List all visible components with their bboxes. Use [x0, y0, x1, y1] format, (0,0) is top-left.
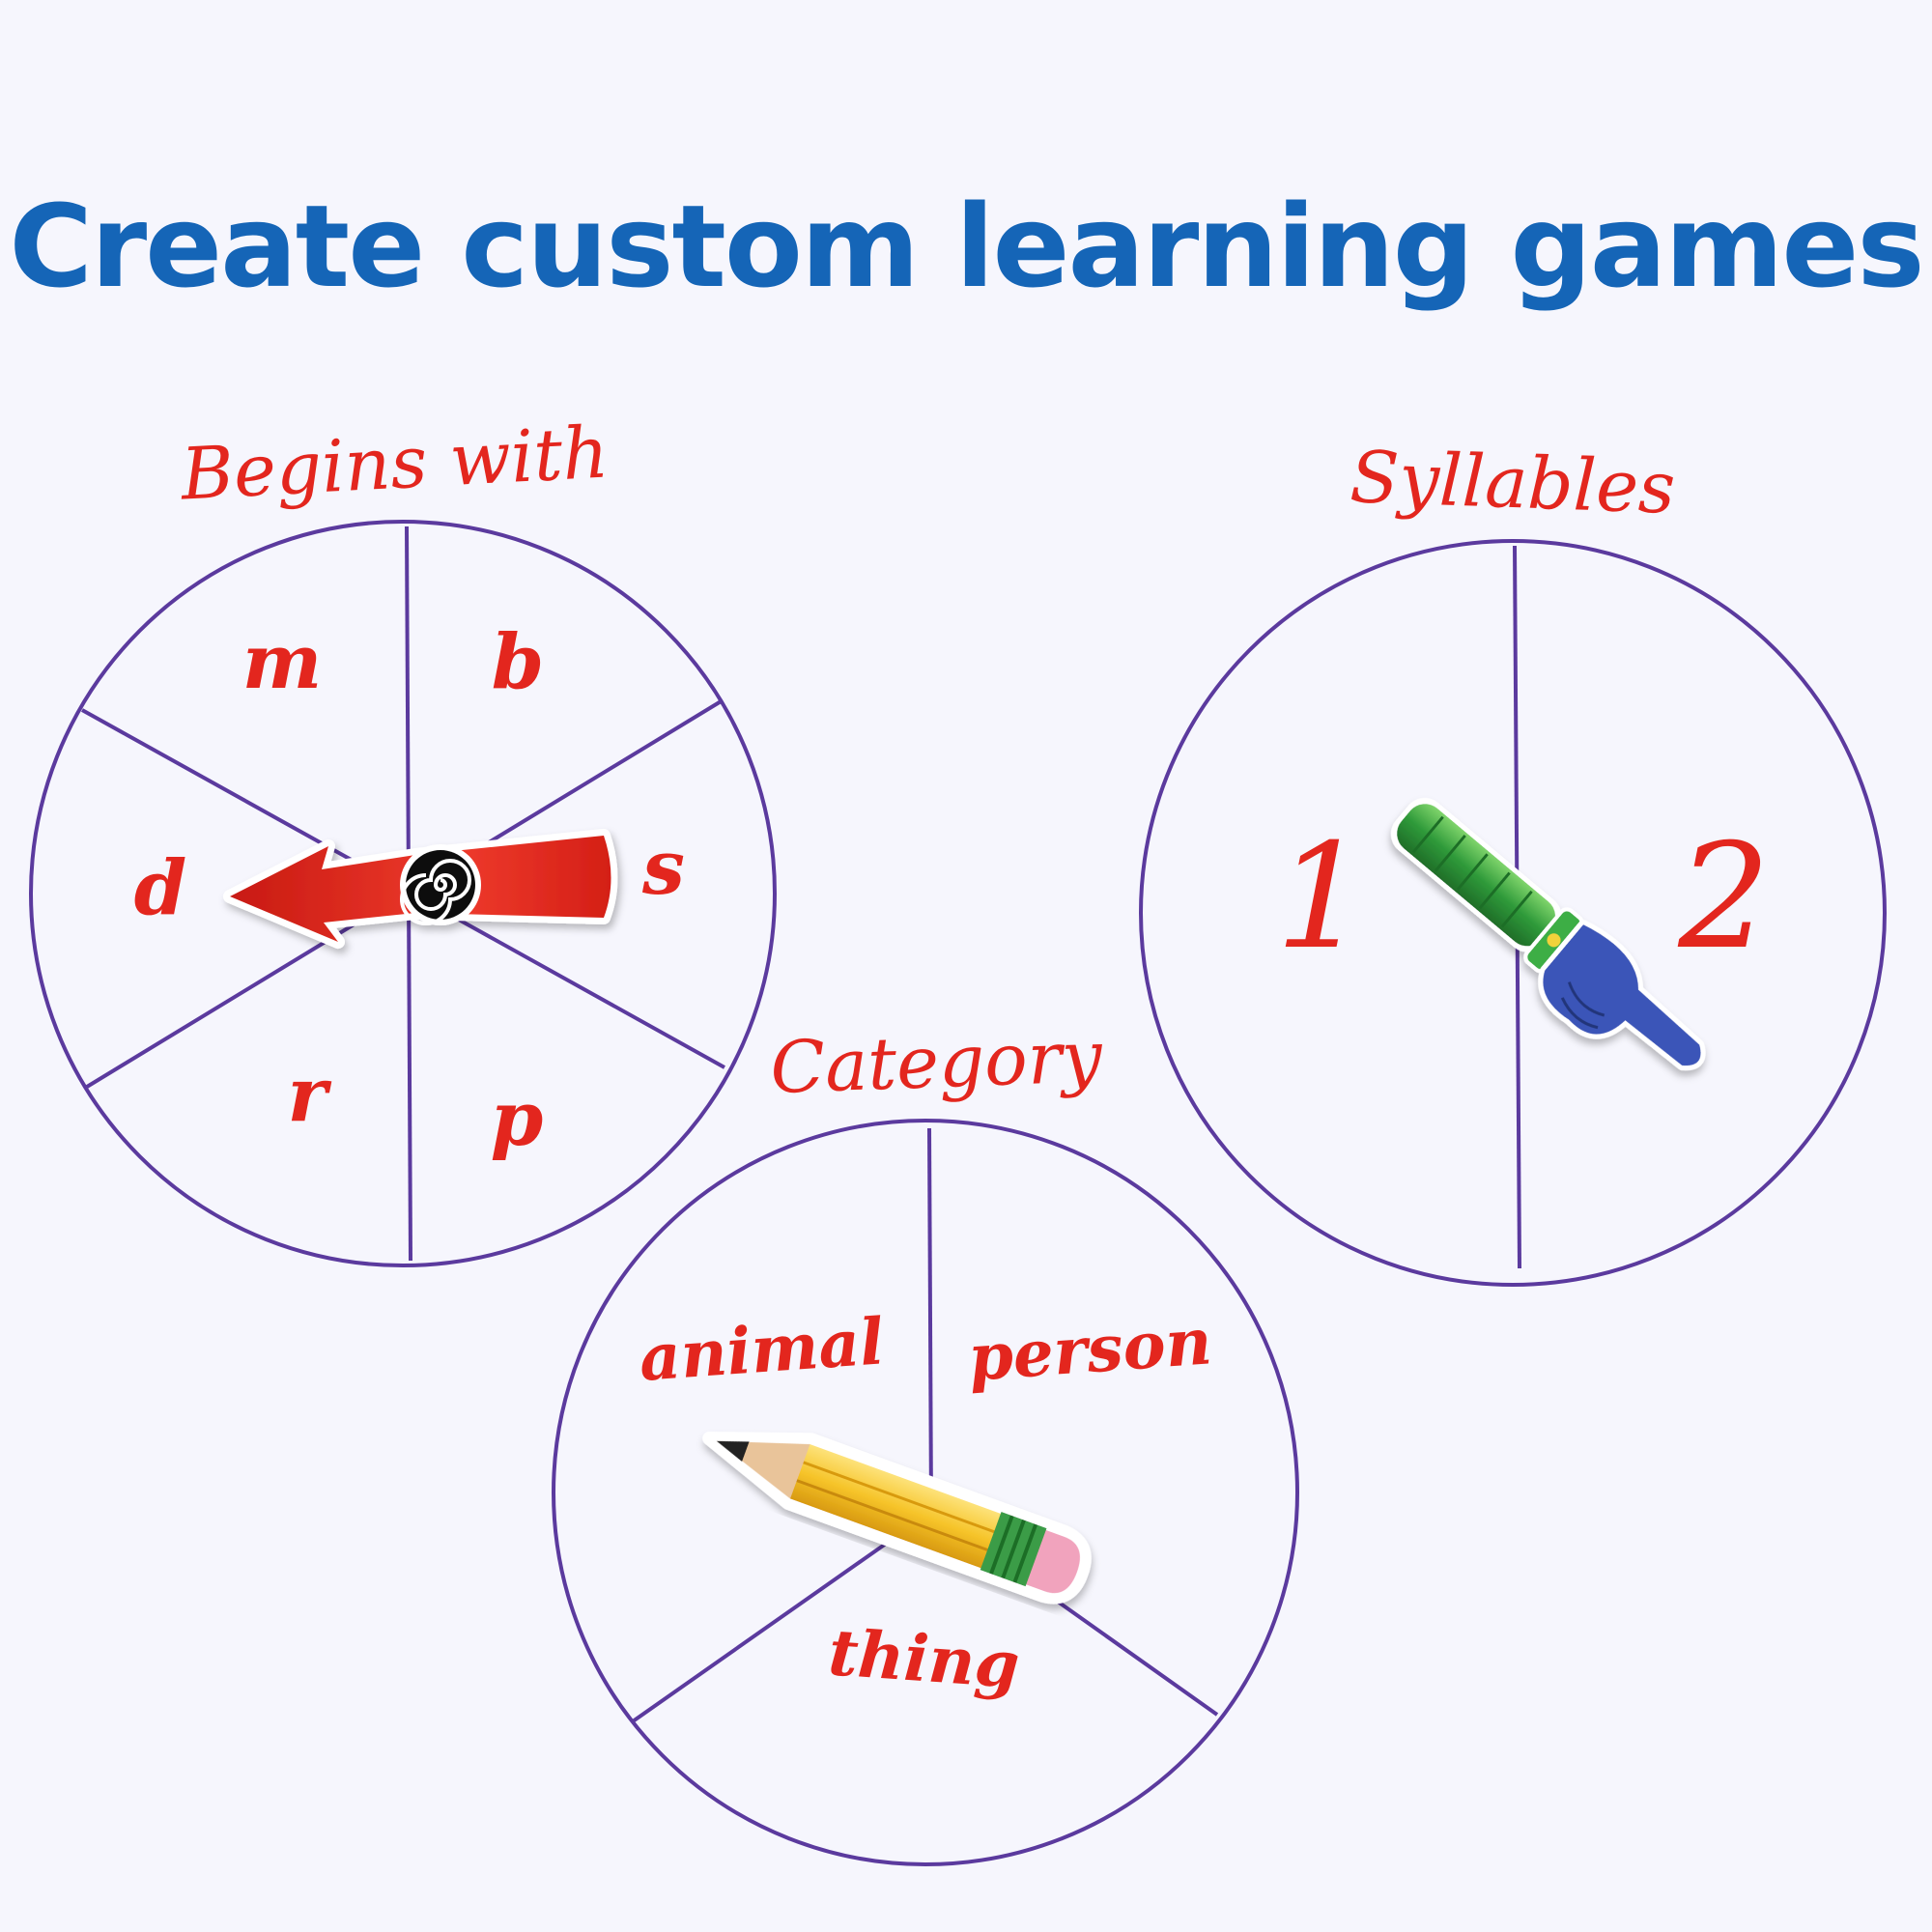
syllables-spinner: Syllables 1 2 [1139, 436, 1887, 1287]
segment-label-2: 2 [1677, 813, 1770, 981]
syllables-circle [1139, 539, 1887, 1287]
segment-label-m: m [242, 618, 323, 706]
pencil-icon[interactable] [697, 1406, 1093, 1605]
segment-label-p: p [491, 1075, 544, 1163]
category-circle [552, 1119, 1299, 1866]
segment-label-thing: thing [826, 1614, 1022, 1703]
red-arrow-icon[interactable] [223, 829, 618, 949]
segment-label-r: r [287, 1051, 331, 1139]
page-headline: Create custom learning games [9, 180, 1924, 313]
segment-label-d: d [134, 844, 187, 932]
begins-with-spinner: Begins with m b s p r d [29, 412, 777, 1267]
category-spinner: Category animal person thing [552, 1015, 1299, 1866]
segment-label-b: b [492, 618, 545, 706]
pointing-glove-icon[interactable] [1369, 785, 1721, 1101]
segment-label-person: person [966, 1303, 1214, 1395]
category-title: Category [769, 1015, 1104, 1110]
category-divider [927, 1127, 933, 1513]
segment-label-animal: animal [637, 1303, 886, 1395]
begins-with-title: Begins with [177, 412, 611, 517]
category-divider [631, 1510, 933, 1723]
begins-with-circle [29, 520, 777, 1267]
segment-label-1: 1 [1275, 813, 1367, 981]
segment-label-s: s [641, 824, 685, 912]
syllables-title: Syllables [1349, 436, 1677, 530]
